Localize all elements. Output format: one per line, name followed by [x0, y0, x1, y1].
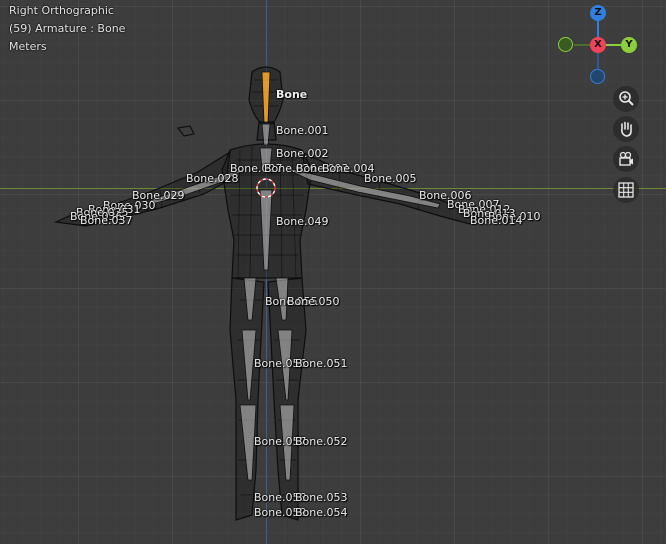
pan-button[interactable] [613, 116, 639, 142]
camera-button[interactable] [613, 146, 639, 172]
bone-label[interactable]: Bone [276, 88, 308, 101]
bone-label[interactable]: Bone.049 [276, 215, 329, 228]
z-axis-button[interactable]: Z [590, 5, 606, 21]
neg-y-axis-button[interactable] [558, 37, 573, 52]
bone-label[interactable]: Bone.013 [463, 207, 516, 220]
bone-label[interactable]: Bone.014 [470, 214, 523, 227]
y-axis-line [0, 188, 666, 189]
bone-label[interactable]: Bone.029 [132, 189, 185, 202]
bone-label[interactable]: Bone.035 [76, 206, 129, 219]
bone-label[interactable]: Bone.010 [488, 210, 541, 223]
bone-label[interactable]: Bone.005 [364, 172, 417, 185]
bone-label[interactable]: Bone.004 [322, 162, 375, 175]
bone-label[interactable]: Bone.052 [295, 435, 348, 448]
camera-icon [619, 151, 633, 166]
bone-label[interactable]: Bone.059 [254, 506, 307, 519]
bone-label[interactable]: Bone.012 [458, 203, 511, 216]
bone-label[interactable]: Bone.001 [276, 124, 329, 137]
view-name: Right Orthographic [9, 4, 114, 17]
bone-label[interactable]: Bone.026 [264, 162, 317, 175]
bone-label[interactable]: Bone.028 [186, 172, 239, 185]
zoom-in-icon [619, 91, 634, 106]
bone-label[interactable]: Bone.030 [103, 199, 156, 212]
unit-label: Meters [9, 40, 47, 53]
z-axis-line [266, 0, 267, 544]
bone-label[interactable]: Bone.056 [254, 357, 307, 370]
bone-label[interactable]: Bone.051 [295, 357, 348, 370]
bone-label[interactable]: Bone.055 [265, 295, 318, 308]
object-info: (59) Armature : Bone [9, 22, 126, 35]
bone-label[interactable]: Bone.054 [295, 506, 348, 519]
bone-label[interactable]: Bone.050 [287, 295, 340, 308]
bone-label[interactable]: Bone.037 [80, 214, 133, 227]
bone-label[interactable]: Bone.031 [88, 203, 141, 216]
zoom-button[interactable] [613, 86, 639, 112]
x-axis-button[interactable]: X [590, 37, 606, 53]
bone-label[interactable]: Bone.006 [419, 189, 472, 202]
bone-label[interactable]: Bone.027 [230, 162, 283, 175]
bone-label[interactable]: Bone.058 [254, 491, 307, 504]
bone-label[interactable]: Bone.036 [70, 210, 123, 223]
grid-button[interactable] [613, 177, 639, 203]
y-axis-button[interactable]: Y [621, 37, 637, 53]
bone-label[interactable]: Bone.003 [296, 162, 349, 175]
grid-icon [618, 182, 634, 198]
bone-label[interactable]: Bone.007 [447, 198, 500, 211]
navigation-gizmo[interactable]: Z X Y [555, 4, 641, 84]
bone-label[interactable]: Bone.002 [276, 147, 329, 160]
hand-icon [621, 121, 632, 137]
bone-label[interactable]: Bone.057 [254, 435, 307, 448]
bone-label[interactable]: Bone.053 [295, 491, 348, 504]
neg-z-axis-button[interactable] [590, 69, 605, 84]
